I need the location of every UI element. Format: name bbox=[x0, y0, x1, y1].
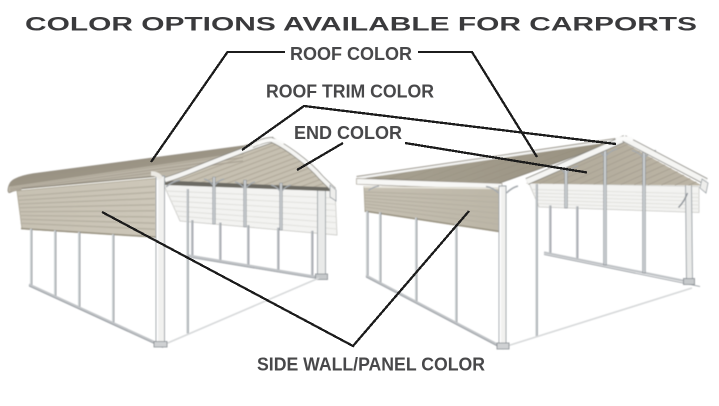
svg-text:COLOR OPTIONS AVAILABLE FOR CA: COLOR OPTIONS AVAILABLE FOR CARPORTS bbox=[25, 14, 697, 36]
svg-text:SIDE WALL/PANEL COLOR: SIDE WALL/PANEL COLOR bbox=[257, 354, 485, 375]
svg-text:ROOF TRIM COLOR: ROOF TRIM COLOR bbox=[266, 81, 434, 102]
svg-text:ROOF COLOR: ROOF COLOR bbox=[290, 43, 412, 64]
svg-text:END COLOR: END COLOR bbox=[294, 122, 402, 143]
